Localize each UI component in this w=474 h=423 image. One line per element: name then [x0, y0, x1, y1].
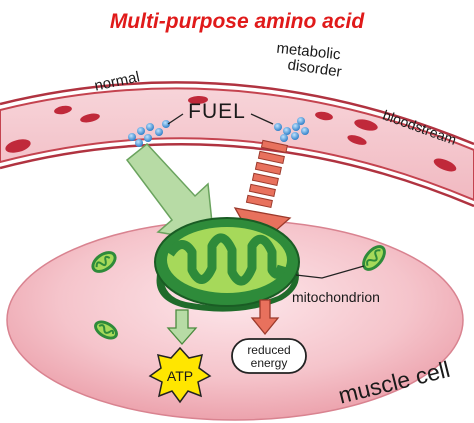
fuel-molecule [128, 133, 136, 141]
red-blood-cell [354, 119, 378, 131]
mitochondrion-small-right [362, 245, 386, 271]
reduced-energy-line1: reduced [247, 343, 290, 357]
fuel-molecule [283, 127, 291, 135]
red-blood-cell [5, 139, 31, 153]
mitochondrion-label: mitochondrion [292, 289, 380, 305]
fuel-molecule [146, 123, 154, 131]
red-blood-cell [347, 135, 367, 145]
vessel-bottom-wall [0, 143, 474, 208]
fuel-molecule [135, 139, 143, 147]
fuel-molecules-normal [128, 120, 170, 147]
red-blood-cell [433, 158, 457, 172]
mitochondrion-small-inner [96, 323, 116, 337]
reduced-energy-pill [231, 338, 307, 374]
red-blood-cell [80, 113, 100, 123]
atp-label: ATP [167, 368, 193, 384]
normal-fuel-arrow [125, 142, 215, 243]
disorder-arrow-segment [260, 139, 288, 154]
mitochondrion-small-left-bottom [94, 320, 118, 340]
mitochondrion-main [154, 217, 300, 312]
reduced-energy-badge: reduced energy [231, 338, 307, 374]
disorder-arrow-segment [251, 172, 279, 187]
disorder-arrow-segment [257, 150, 285, 165]
reduced-energy-arrow [250, 299, 280, 336]
reduced-energy-line2: energy [251, 356, 288, 370]
fuel-molecule [155, 128, 163, 136]
fuel-molecule [297, 117, 305, 125]
red-blood-cell [54, 105, 72, 115]
red-blood-cells [5, 95, 457, 172]
fuel-molecule [162, 120, 170, 128]
mitochondrion-cristae [166, 233, 287, 286]
red-blood-cell [188, 95, 208, 105]
disorder-arrow-segment [248, 183, 276, 198]
disorder-arrow-segment [254, 161, 282, 176]
fuel-molecule [301, 127, 309, 135]
diagram-title: Multi-purpose amino acid [110, 10, 366, 33]
fuel-molecule [292, 123, 300, 131]
fuel-molecule [144, 134, 152, 142]
disorder-arrow-segment [245, 194, 273, 209]
fuel-molecule [291, 132, 299, 140]
atp-arrow [166, 309, 198, 345]
mitochondrion-small-cristae [98, 324, 115, 335]
fuel-connector-right [250, 113, 274, 125]
vessel-top-wall [0, 81, 474, 146]
red-blood-cell [315, 111, 333, 121]
mitochondrion-small-cristae [95, 255, 111, 268]
mitochondrion-leader [295, 265, 365, 279]
fuel-label: FUEL [188, 100, 246, 123]
fuel-molecule [274, 123, 282, 131]
atp-star [148, 346, 212, 404]
fuel-molecules-disorder [274, 117, 309, 142]
fuel-molecule [137, 127, 145, 135]
mitochondrion-small-left-top [91, 251, 117, 273]
mitochondrion-small-inner [365, 248, 383, 268]
fuel-molecule [280, 134, 288, 142]
atp-burst: ATP [148, 346, 212, 404]
metabolic-label: metabolic [276, 40, 342, 64]
mitochondrion-small-cristae [366, 249, 381, 266]
fuel-connector-left [167, 113, 184, 125]
